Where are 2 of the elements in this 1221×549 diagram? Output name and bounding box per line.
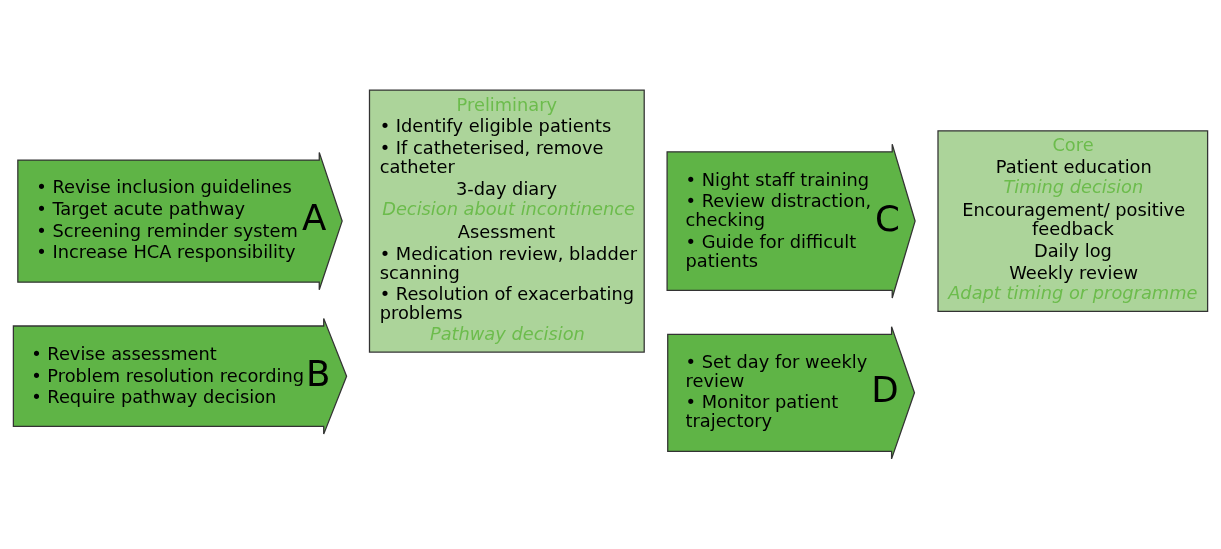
node-box: Preliminary • Identify eligible patients • If catheterised, remove catheter 3-day diary Decision about incontinence Asessment • Medication review, bladder scanning • Resolution of exacerbating problems Pathway decision bbox=[368, 89, 645, 353]
node-box: Core Patient education Timing decision Encouragement/ positive feedback Daily log Weekly review Adapt timing or programme bbox=[937, 130, 1209, 312]
